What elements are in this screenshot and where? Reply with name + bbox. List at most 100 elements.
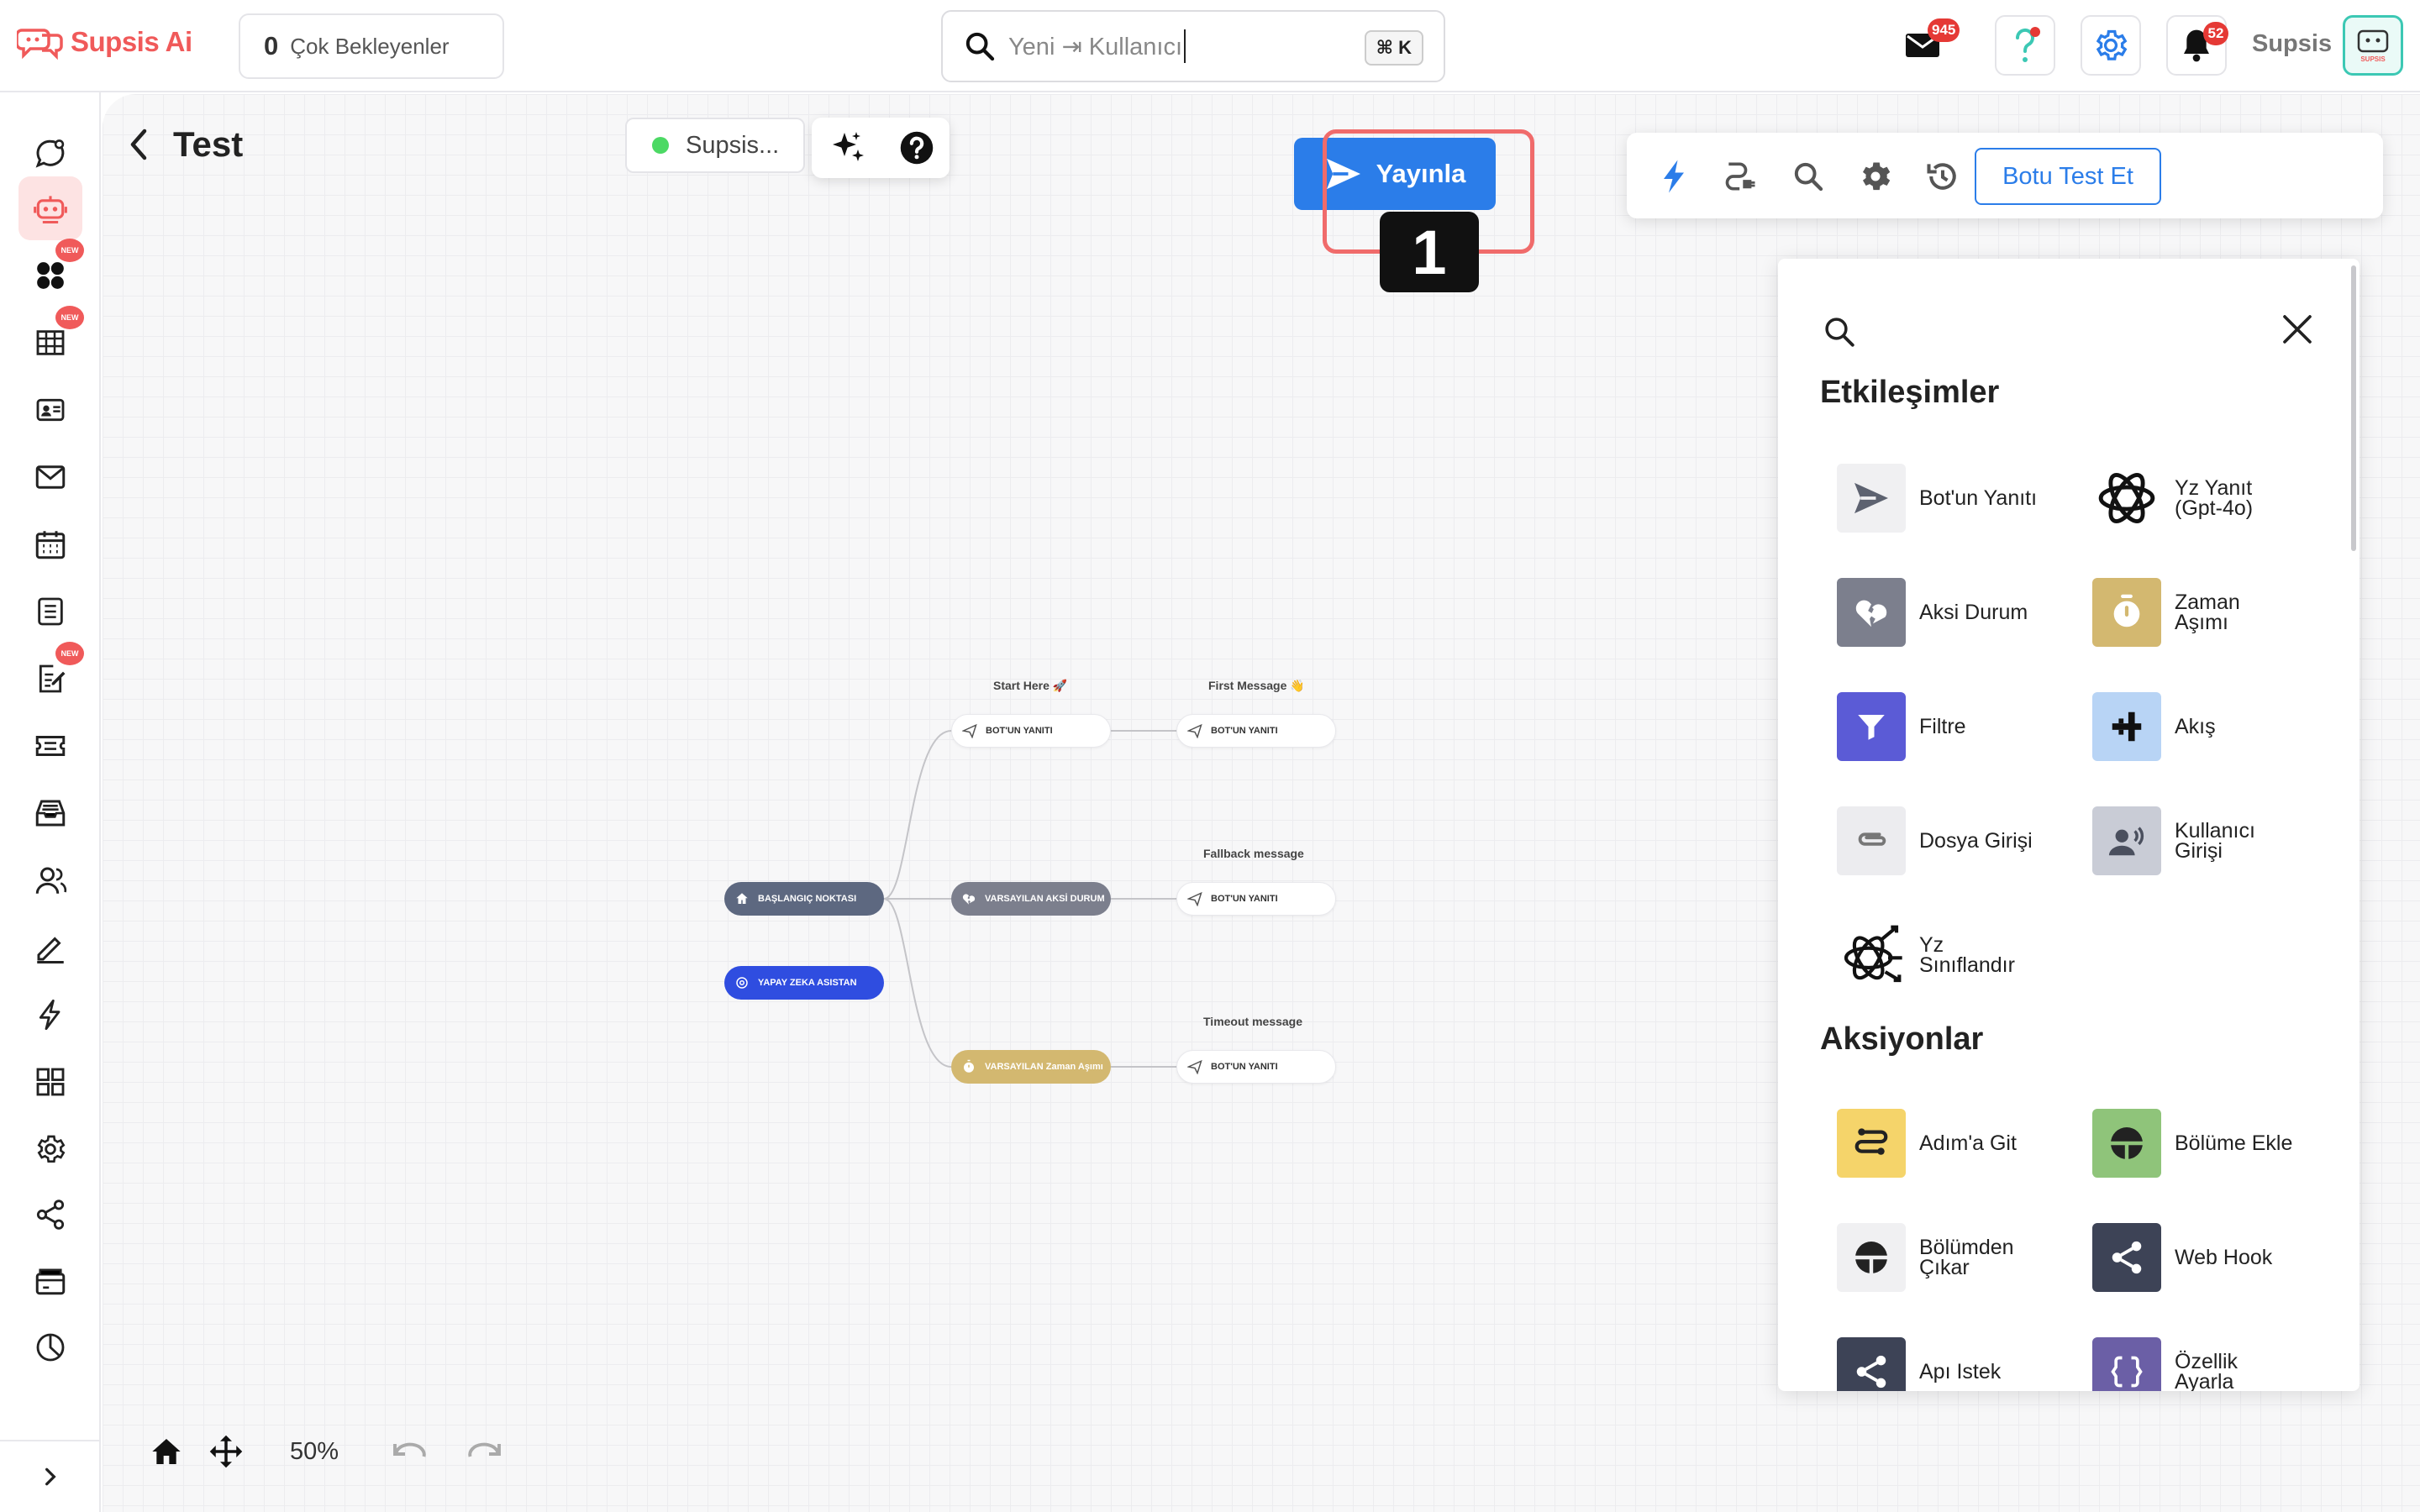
node-label: YAPAY ZEKA ASISTAN: [758, 978, 857, 988]
send-icon: [1837, 464, 1906, 533]
node-ai-assistant[interactable]: YAPAY ZEKA ASISTAN: [724, 966, 884, 1000]
triggers-button[interactable]: [1652, 155, 1696, 198]
sidebar-item-contacts[interactable]: [18, 378, 82, 442]
global-search[interactable]: Yeni ⇥ Kullanıcı ⌘ K: [941, 10, 1445, 82]
search-icon[interactable]: [1822, 314, 1857, 349]
component-set-attribute[interactable]: Özellik Ayarla: [2092, 1337, 2344, 1391]
sidebar-expand-button[interactable]: [0, 1440, 101, 1512]
share-icon: [1837, 1337, 1906, 1391]
node-label: BOT'UN YANITI: [986, 726, 1053, 736]
component-go-to-step[interactable]: Adım'a Git: [1837, 1109, 2089, 1178]
mail-icon: [35, 465, 66, 489]
search-icon: [965, 32, 995, 61]
node-fallback[interactable]: VARSAYILAN AKSİ DURUM: [951, 882, 1111, 916]
sidebar-item-analytics[interactable]: [18, 1315, 82, 1379]
node-bot-reply-first[interactable]: BOT'UN YANITI: [1176, 714, 1336, 748]
notification-badge: 52: [2203, 22, 2228, 45]
agent-selector[interactable]: Supsis...: [625, 118, 805, 173]
sidebar-item-bots[interactable]: [18, 176, 82, 240]
sidebar-item-integrations[interactable]: NEW: [18, 239, 84, 307]
openai-icon: [736, 977, 748, 989]
bell-icon: [2184, 29, 2209, 62]
component-bot-reply[interactable]: Bot'un Yanıtı: [1837, 464, 2089, 533]
component-remove-from-segment[interactable]: Bölümden Çıkar: [1837, 1223, 2089, 1292]
sidebar-item-tickets[interactable]: [18, 714, 82, 778]
sidebar-item-tables[interactable]: NEW: [18, 306, 84, 375]
settings-icon: [37, 1135, 66, 1163]
segment-remove-icon: [1837, 1223, 1906, 1292]
gear-icon: [1862, 162, 1891, 191]
mail-badge: 945: [1928, 18, 1960, 42]
chat-icon: [35, 139, 65, 168]
toolbar-search-button[interactable]: [1786, 155, 1830, 198]
search-icon: [1794, 162, 1823, 192]
username[interactable]: Supsis: [2252, 30, 2333, 57]
table-icon: [36, 330, 65, 355]
component-filter[interactable]: Filtre: [1837, 692, 2089, 761]
send-icon: [1326, 158, 1360, 190]
undo-button[interactable]: [373, 1420, 447, 1483]
close-icon[interactable]: [2281, 312, 2314, 346]
component-add-to-segment[interactable]: Bölüme Ekle: [2092, 1109, 2344, 1178]
home-view-button[interactable]: [136, 1420, 197, 1483]
waiting-counter[interactable]: 0 Çok Bekleyenler: [239, 13, 504, 79]
sidebar-item-settings[interactable]: [18, 1117, 82, 1181]
component-flow[interactable]: Akış: [2092, 692, 2344, 761]
sidebar-item-forms[interactable]: [18, 916, 82, 979]
avatar[interactable]: SUPSIS: [2343, 15, 2403, 76]
sidebar-item-mail[interactable]: [18, 445, 82, 509]
billing-icon: [35, 1268, 66, 1295]
sidebar-item-users[interactable]: [18, 848, 82, 912]
component-label: Filtre: [1919, 715, 1966, 738]
plug-icon: [1725, 162, 1755, 191]
notes-icon: [39, 664, 66, 693]
component-fallback[interactable]: Aksi Durum: [1837, 578, 2089, 647]
sidebar-item-share[interactable]: [18, 1183, 82, 1247]
publish-label: Yayınla: [1376, 159, 1466, 188]
redo-button[interactable]: [447, 1420, 521, 1483]
history-button[interactable]: [1921, 155, 1965, 198]
section-interactions-title: Etkileşimler: [1820, 375, 2000, 410]
test-bot-button[interactable]: Botu Test Et: [1975, 148, 2161, 205]
node-bot-reply-timeout[interactable]: BOT'UN YANITI: [1176, 1050, 1336, 1084]
settings-button[interactable]: [2081, 15, 2141, 76]
component-timeout[interactable]: Zaman Aşımı: [2092, 578, 2344, 647]
segment-add-icon: [2092, 1109, 2161, 1178]
mail-button[interactable]: 945: [1892, 15, 1960, 76]
sidebar-item-chat[interactable]: [18, 123, 82, 186]
sidebar-item-notes[interactable]: NEW: [18, 642, 84, 711]
notifications-button[interactable]: 52: [2166, 15, 2228, 76]
sidebar-item-apps[interactable]: [18, 1050, 82, 1114]
sidebar-item-calendar[interactable]: [18, 512, 82, 576]
publish-button[interactable]: Yayınla: [1294, 138, 1496, 210]
lightning-icon: [39, 999, 60, 1031]
node-start[interactable]: BAŞLANGIÇ NOKTASI: [724, 882, 884, 916]
help-button[interactable]: [1995, 15, 2055, 76]
panel-scrollbar[interactable]: [2351, 265, 2356, 551]
connections-button[interactable]: [1719, 155, 1763, 198]
back-button[interactable]: Test: [126, 124, 243, 165]
component-user-input[interactable]: Kullanıcı Girişi: [2092, 806, 2344, 875]
paperclip-icon: [1837, 806, 1906, 875]
sidebar-item-automations[interactable]: [18, 983, 82, 1047]
logo[interactable]: Supsis Ai: [17, 24, 192, 60]
node-bot-reply-fallback[interactable]: BOT'UN YANITI: [1176, 882, 1336, 916]
component-file-input[interactable]: Dosya Girişi: [1837, 806, 2089, 875]
component-ai-reply[interactable]: Yz Yanıt (Gpt-4o): [2092, 464, 2344, 533]
flow-settings-button[interactable]: [1854, 155, 1897, 198]
node-label: BAŞLANGIÇ NOKTASI: [758, 894, 857, 904]
component-web-hook[interactable]: Web Hook: [2092, 1223, 2344, 1292]
sidebar-item-lists[interactable]: [18, 580, 82, 643]
search-input[interactable]: Yeni ⇥ Kullanıcı: [1008, 33, 1183, 60]
component-label: Zaman Aşımı: [2175, 591, 2240, 634]
component-api-request[interactable]: Apı Istek: [1837, 1337, 2089, 1391]
help-circle-icon[interactable]: [899, 130, 934, 165]
node-timeout[interactable]: VARSAYILAN Zaman Aşımı: [951, 1050, 1111, 1084]
sidebar-item-billing[interactable]: [18, 1248, 82, 1312]
component-ai-classify[interactable]: Yz Sınıflandır: [1837, 921, 2089, 990]
zoom-level[interactable]: 50%: [255, 1420, 373, 1483]
sidebar-item-inbox[interactable]: [18, 781, 82, 845]
pan-button[interactable]: [197, 1420, 255, 1483]
sparkle-icon[interactable]: [828, 128, 868, 168]
node-bot-reply-start[interactable]: BOT'UN YANITI: [951, 714, 1111, 748]
